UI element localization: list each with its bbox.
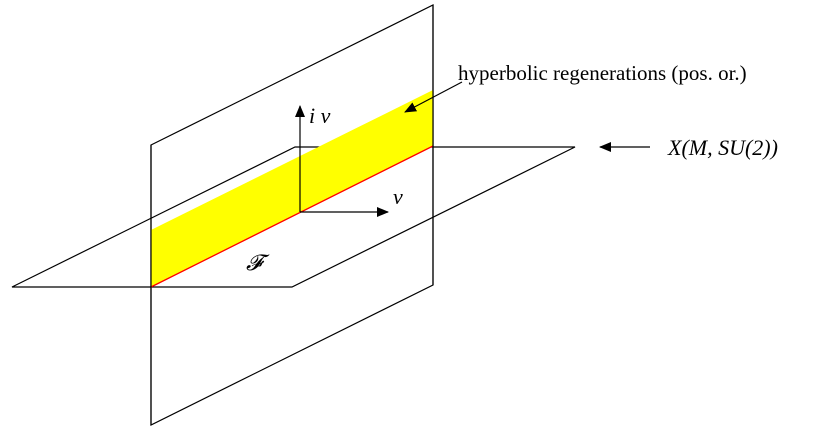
strip-annotation-label: hyperbolic regenerations (pos. or.) xyxy=(458,61,747,85)
plane-label: X(M, SU(2)) xyxy=(667,135,778,160)
strip-edge-line xyxy=(150,145,434,288)
v-axis-label: v xyxy=(393,184,403,209)
horizontal-plane xyxy=(11,146,576,288)
strip-annotation-arrow xyxy=(404,81,463,113)
iv-axis-label: i v xyxy=(309,103,331,128)
hyperbolic-regeneration-strip xyxy=(151,90,433,287)
region-label: 𝓕 xyxy=(246,250,270,275)
